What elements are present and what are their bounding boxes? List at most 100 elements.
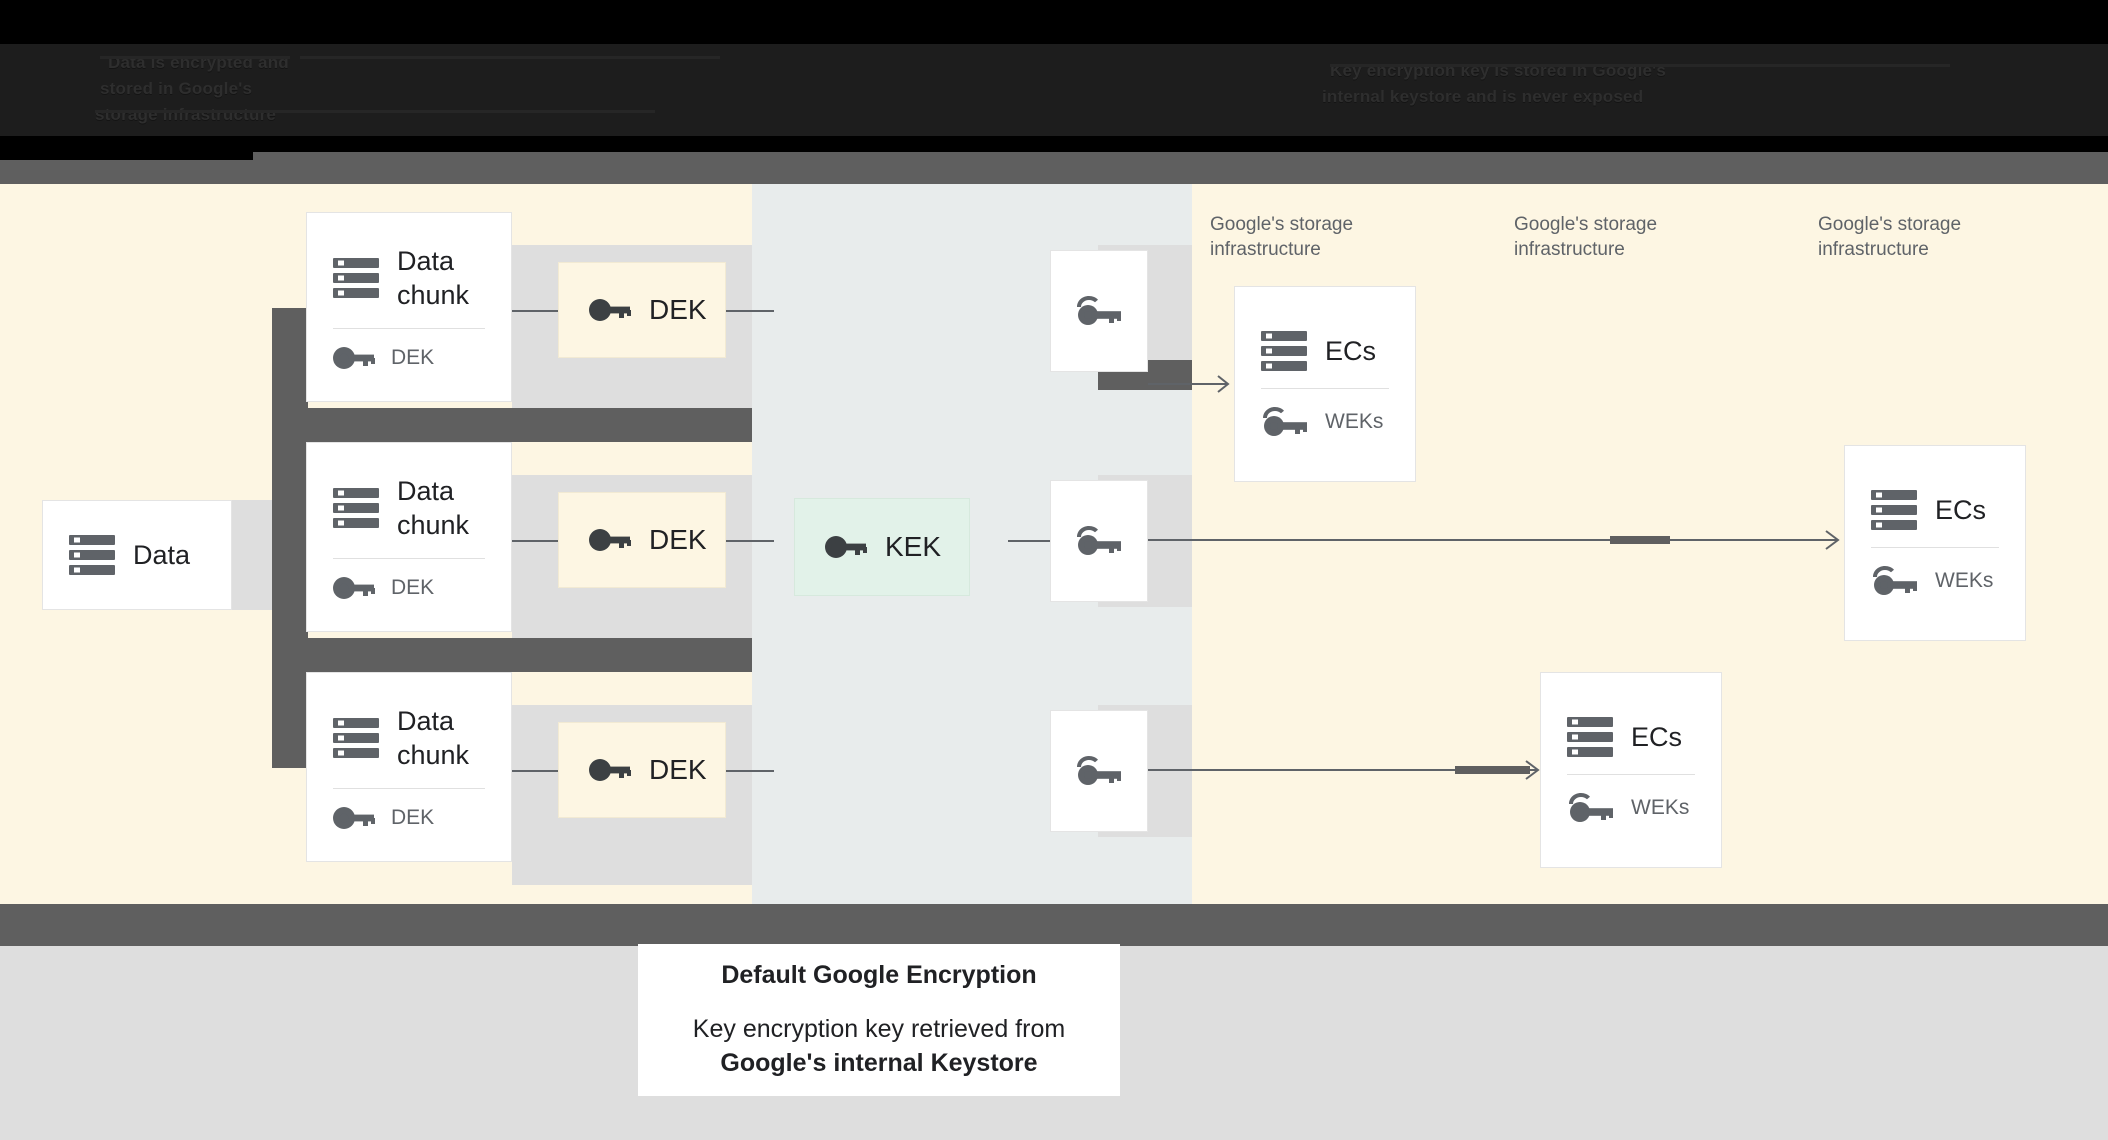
chunk-2-sub-row: DEK: [307, 575, 511, 601]
key-icon: [589, 299, 631, 321]
fanout-bracket-arm-2: [272, 638, 752, 672]
connector-kek-wek2: [1008, 540, 1050, 542]
chunk-2-divider: [333, 557, 485, 559]
top-gray-band: [0, 160, 2108, 184]
ec-3-sub-row: WEKs: [1845, 564, 2025, 598]
keybox-dek-2[interactable]: DEK: [558, 492, 726, 588]
fanout-bracket-spine: [272, 308, 308, 768]
infra-label-2: Google's storage infrastructure: [1514, 214, 1658, 260]
chunk-2-sub-label: DEK: [391, 575, 435, 599]
keybox-dek-1-label: DEK: [649, 294, 707, 325]
ec-2-main-row: ECs: [1541, 716, 1721, 758]
ec-3-label: ECs: [1935, 494, 1987, 525]
chunk-2-label: Data chunk: [397, 475, 470, 540]
card-ec-2[interactable]: ECs WEKs: [1540, 672, 1722, 868]
keys-icon: [1077, 756, 1121, 785]
ec-2-sub-row: WEKs: [1541, 791, 1721, 825]
keys-icon: [1077, 296, 1121, 325]
caption-body-line-1: Key encryption key retrieved from: [692, 1014, 1066, 1043]
header-band: Data is encrypted and stored in Google's…: [0, 0, 2108, 160]
keybox-kek[interactable]: KEK: [794, 498, 970, 596]
chunk-3-label: Data chunk: [397, 705, 470, 770]
keys-icon: [1873, 565, 1917, 595]
header-text-line-5: internal keystore and is never exposed: [1322, 87, 1644, 106]
header-dark-strip: [0, 44, 2108, 136]
key-icon: [825, 536, 867, 558]
ec-1-sub-row: WEKs: [1235, 405, 1415, 439]
ec-2-sub-label: WEKs: [1631, 795, 1690, 819]
header-text-line-1: Data is encrypted and: [108, 53, 289, 72]
chunk-1-divider: [333, 327, 485, 329]
keybox-dek-1[interactable]: DEK: [558, 262, 726, 358]
chunk-1-sub-label: DEK: [391, 345, 435, 369]
connector-chunk1-dek1: [512, 310, 558, 312]
keys-icon: [1263, 406, 1307, 436]
ec-1-sub-label: WEKs: [1325, 409, 1384, 433]
card-ec-3[interactable]: ECs WEKs: [1844, 445, 2026, 641]
connector-chunk2-dek2: [512, 540, 558, 542]
key-icon: [589, 529, 631, 551]
infra-label-1: Google's storage infrastructure: [1210, 214, 1354, 260]
chunk-1-main-row: Data chunk: [307, 244, 511, 312]
ec-3-main-row: ECs: [1845, 489, 2025, 531]
connector-dek3-wek3: [726, 770, 774, 772]
ec-1-main-row: ECs: [1235, 330, 1415, 372]
chunk-1-sub-row: DEK: [307, 345, 511, 371]
header-text-line-3: storage infrastructure: [95, 105, 277, 124]
key-icon: [589, 759, 631, 781]
ec-2-divider: [1567, 773, 1695, 775]
header-text-line-2: stored in Google's: [100, 79, 253, 98]
header-gray-edge: [253, 152, 2108, 160]
storage-icon: [69, 535, 115, 575]
header-text-line-4: Key encryption key is stored in Google's: [1330, 61, 1667, 80]
key-icon: [333, 576, 375, 599]
caption-body-line-2: Google's internal Keystore: [720, 1048, 1038, 1077]
arrow-wek2-artifact-1: [1610, 536, 1670, 544]
keys-icon: [1077, 526, 1121, 555]
card-data[interactable]: Data: [42, 500, 232, 610]
caption-box: Default Google Encryption Key encryption…: [638, 944, 1120, 1096]
header-artifact-3: [1330, 64, 1950, 67]
storage-icon: [333, 717, 379, 758]
bottom-band-notch: [880, 904, 1036, 920]
card-ec-1[interactable]: ECs WEKs: [1234, 286, 1416, 482]
caption-title: Default Google Encryption: [721, 960, 1037, 989]
connector-chunk3-dek3: [512, 770, 558, 772]
ec-3-sub-label: WEKs: [1935, 568, 1994, 592]
caption-body: Key encryption key retrieved from Google…: [693, 1012, 1065, 1080]
card-data-label: Data: [133, 540, 191, 570]
chunk-2-main-row: Data chunk: [307, 474, 511, 542]
key-icon: [333, 806, 375, 829]
keycard-wek-1[interactable]: [1050, 250, 1148, 372]
card-data-row: Data: [43, 534, 231, 576]
connector-dek1-wek1: [726, 310, 774, 312]
storage-icon: [1871, 489, 1917, 530]
header-artifact-2: [300, 56, 720, 59]
card-data-chunk-2[interactable]: Data chunk DEK: [306, 442, 512, 632]
chunk-1-label: Data chunk: [397, 245, 470, 310]
keycard-wek-2[interactable]: [1050, 480, 1148, 602]
header-artifact-1: [100, 56, 290, 59]
header-artifact-4: [95, 110, 655, 113]
arrow-wek1-to-ec1: [1148, 375, 1230, 393]
keybox-dek-3[interactable]: DEK: [558, 722, 726, 818]
storage-icon: [1261, 330, 1307, 371]
chunk-3-divider: [333, 787, 485, 789]
card-data-chunk-1[interactable]: Data chunk DEK: [306, 212, 512, 402]
chunk-3-main-row: Data chunk: [307, 704, 511, 772]
card-data-chunk-3[interactable]: Data chunk DEK: [306, 672, 512, 862]
keybox-dek-2-label: DEK: [649, 524, 707, 555]
connector-dek2-wek2: [726, 540, 774, 542]
arrow-wek3-artifact: [1455, 766, 1530, 774]
chunk-3-sub-label: DEK: [391, 805, 435, 829]
storage-icon: [1567, 716, 1613, 757]
keys-icon: [1569, 792, 1613, 822]
ec-2-label: ECs: [1631, 721, 1683, 752]
storage-icon: [333, 257, 379, 298]
fanout-bracket-arm-1: [272, 408, 752, 442]
keycard-wek-3[interactable]: [1050, 710, 1148, 832]
bottom-gray-band: [0, 904, 2108, 946]
keybox-dek-3-label: DEK: [649, 754, 707, 785]
chunk-3-sub-row: DEK: [307, 805, 511, 831]
